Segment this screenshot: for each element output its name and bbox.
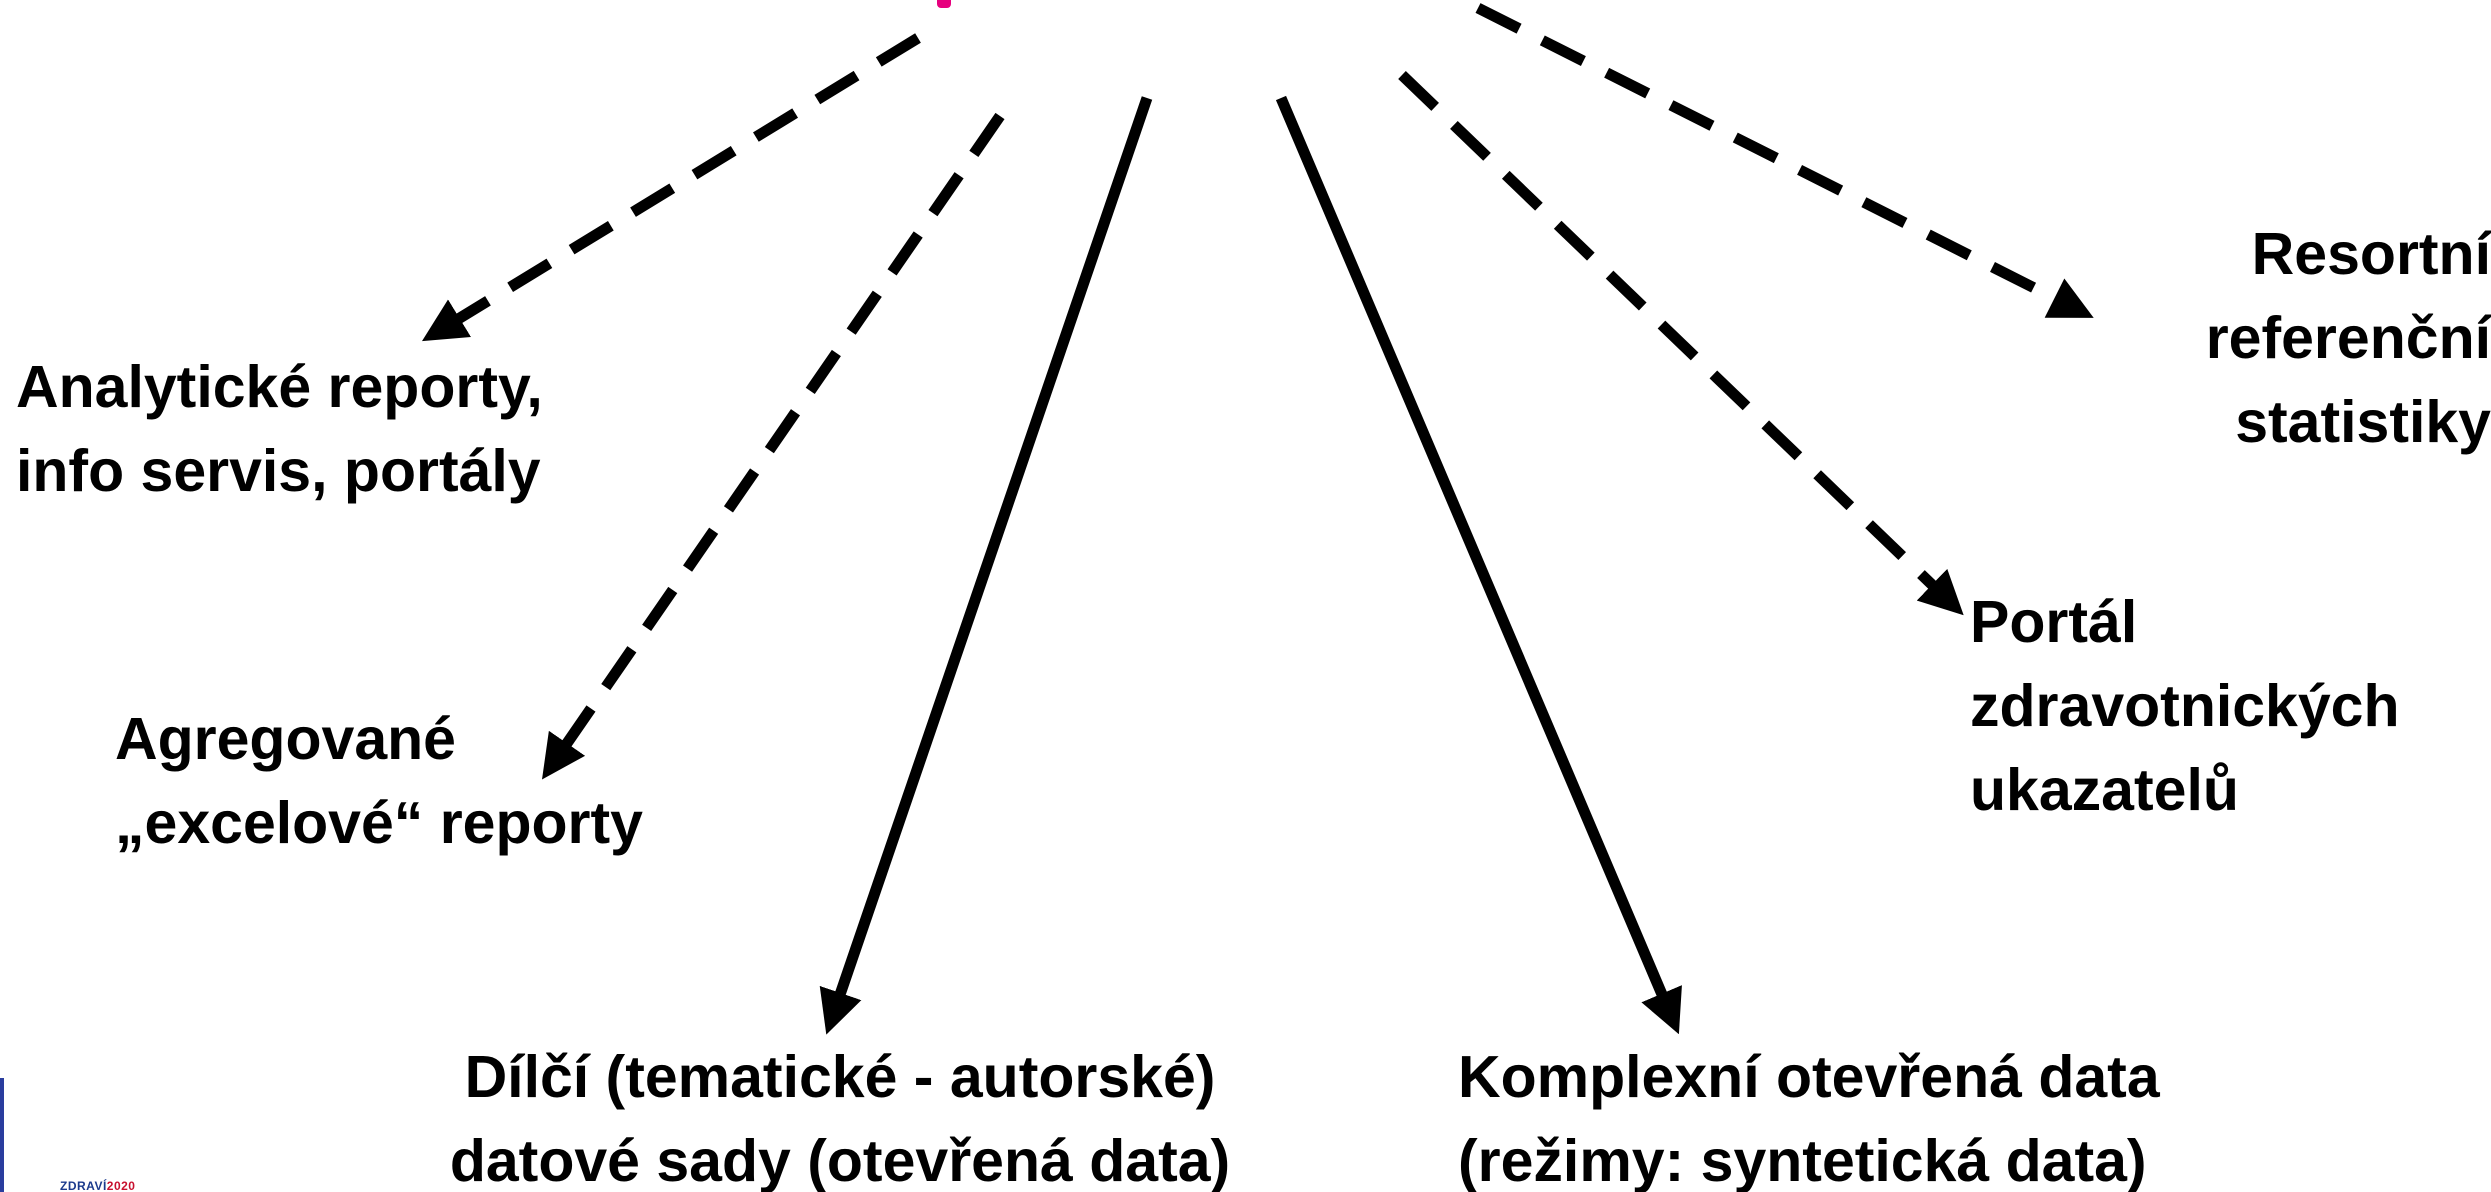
node-partial-datasets: Dílčí (tematické - autorské) datové sady… (420, 1035, 1260, 1192)
node-health-indicators-portal: Portál zdravotnických ukazatelů (1970, 580, 2400, 832)
node-complex-line-1: Komplexní otevřená data (1458, 1044, 2160, 1110)
node-portal-line-1: Portál (1970, 589, 2138, 655)
node-portal-line-3: ukazatelů (1970, 757, 2239, 823)
node-resort-line-3: statistiky (2235, 389, 2491, 455)
arrow-to-portal (1398, 71, 1964, 616)
arrow-to-complex (1275, 95, 1682, 1035)
node-partial-line-2: datové sady (otevřená data) (449, 1128, 1231, 1192)
title-fragment (937, 0, 951, 8)
arrows-group (421, 3, 2094, 1035)
node-complex-open-data: Komplexní otevřená data (režimy: synteti… (1458, 1035, 2160, 1192)
footer-logo-part-b: 2020 (106, 1179, 136, 1192)
node-partial-line-1: Dílčí (tematické - autorské) (464, 1044, 1216, 1110)
node-resort-statistics: Resortní referenční statistiky (2206, 212, 2491, 464)
node-aggregated-reports: Agregované „excelové“ reporty (115, 697, 643, 865)
arrow-to-partial (819, 96, 1153, 1035)
node-portal-line-2: zdravotnických (1970, 673, 2400, 739)
node-resort-line-1: Resortní (2251, 221, 2491, 287)
footer-logo-part-a: ZDRAVÍ (60, 1179, 107, 1192)
node-analytic-line-1: Analytické reporty, (16, 354, 543, 420)
node-resort-line-2: referenční (2205, 305, 2491, 371)
arrow-to-aggregated (542, 112, 1005, 780)
node-aggregated-line-2: „excelové“ reporty (115, 790, 643, 856)
node-analytic-line-2: info servis, portály (16, 438, 541, 504)
node-aggregated-line-1: Agregované (115, 706, 456, 772)
node-complex-line-2: (režimy: syntetická data) (1458, 1128, 2147, 1192)
footer-logo: ZDRAVÍ2020 (60, 1180, 135, 1192)
arrow-to-analytic (421, 33, 921, 342)
arrow-to-resort (1475, 3, 2094, 318)
left-edge-bar (0, 1078, 4, 1192)
node-analytic-reports: Analytické reporty, info servis, portály (16, 345, 543, 513)
